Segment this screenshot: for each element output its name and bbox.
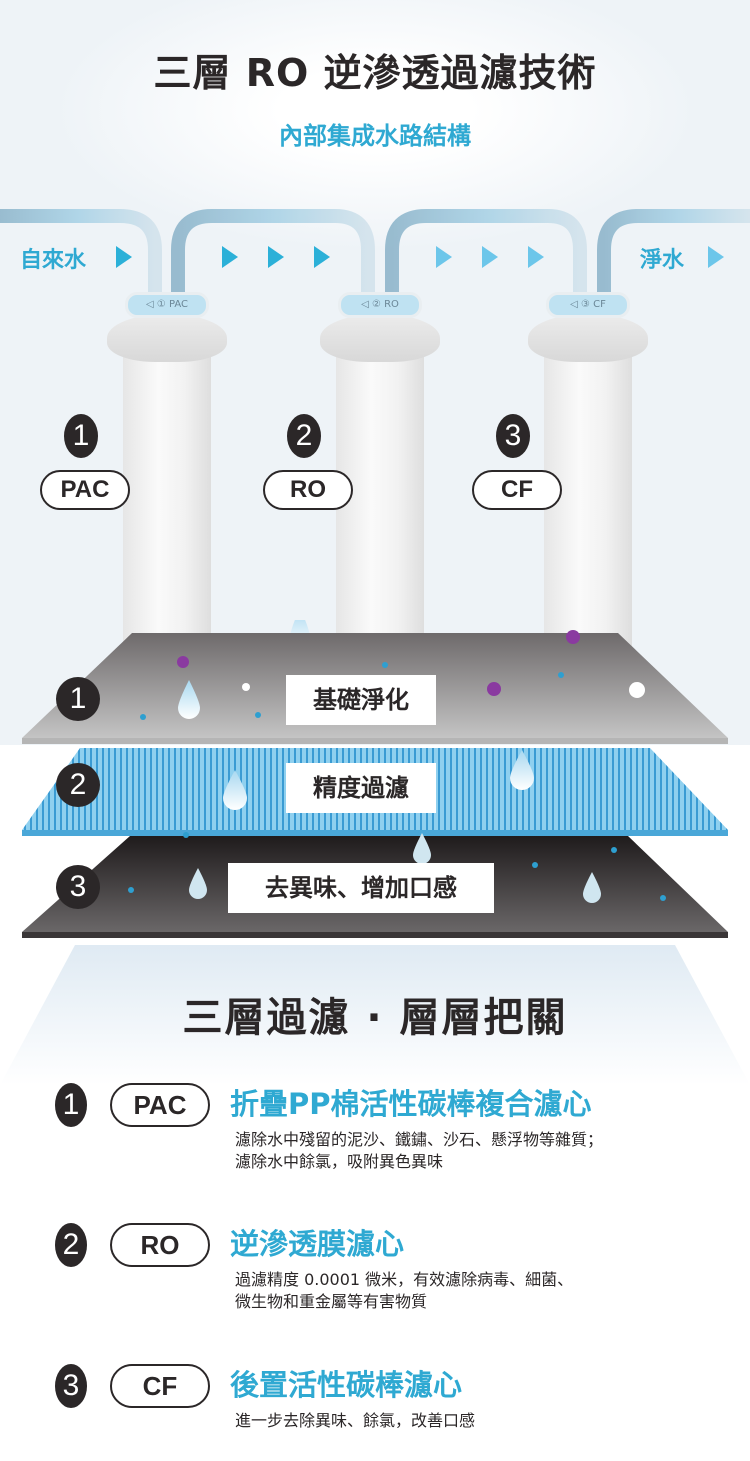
outlet-label: 淨水: [640, 248, 685, 273]
particle-icon: [255, 712, 261, 718]
drop-icon: [189, 868, 207, 899]
filter-body: [544, 352, 632, 652]
layer-number-badge: 1: [56, 677, 100, 721]
particle-icon: [660, 895, 666, 901]
arrow-icon: [482, 246, 498, 268]
item-code-pill: CF: [110, 1364, 210, 1408]
arrow-icon: [314, 246, 330, 268]
filter-code-pill: PAC: [40, 470, 130, 510]
item-description: 過濾精度 0.0001 微米，有效濾除病毒、細菌、 微生物和重金屬等有害物質: [235, 1269, 573, 1313]
particle-icon: [128, 887, 134, 893]
drop-icon: [178, 680, 200, 719]
particle-icon: [382, 662, 388, 668]
page-title: 三層 RO 逆滲透過濾技術: [153, 51, 597, 95]
pipe-2-3: [385, 209, 587, 310]
dust-icon: [242, 683, 250, 691]
item-code-pill: PAC: [110, 1083, 210, 1127]
bacteria-icon: [177, 656, 189, 668]
item-number-badge: 2: [55, 1223, 87, 1267]
section-title: 三層過濾 · 層層把關: [182, 995, 568, 1041]
item-code-pill: RO: [110, 1223, 210, 1267]
item-title: 折疊PP棉活性碳棒複合濾心: [230, 1087, 592, 1121]
water-pipes: [0, 209, 750, 310]
item-description: 濾除水中殘留的泥沙、鐵鏽、沙石、懸浮物等雜質； 濾除水中餘氯，吸附異色異味: [235, 1129, 603, 1173]
particle-icon: [140, 714, 146, 720]
pipe-outlet: [597, 209, 750, 310]
drop-icon: [223, 770, 247, 810]
filter-number-badge: 3: [496, 414, 530, 458]
bacteria-icon: [487, 682, 501, 696]
particle-icon: [558, 672, 564, 678]
inlet-label: 自來水: [20, 248, 87, 273]
filter-number-badge: 1: [64, 414, 98, 458]
filter-collar: [107, 314, 227, 362]
filter-body: [336, 352, 424, 652]
drop-icon: [510, 750, 534, 790]
filter-cap: ◁ ② RO: [338, 292, 422, 318]
item-number-badge: 1: [55, 1083, 87, 1127]
particle-icon: [183, 832, 189, 838]
arrow-icon: [528, 246, 544, 268]
filter-cap: ◁ ① PAC: [125, 292, 209, 318]
item-desc-line: 濾除水中殘留的泥沙、鐵鏽、沙石、懸浮物等雜質；: [235, 1130, 604, 1149]
filter-number-badge: 2: [287, 414, 321, 458]
filter-collar: [320, 314, 440, 362]
item-desc-line: 進一步去除異味、餘氯，改善口感: [235, 1411, 476, 1430]
item-title: 後置活性碳棒濾心: [230, 1368, 463, 1402]
layer-label: 基礎淨化: [286, 675, 436, 725]
item-title: 逆滲透膜濾心: [230, 1227, 405, 1261]
arrow-icon: [222, 246, 238, 268]
pipe-1-2: [171, 209, 375, 310]
drop-icon: [413, 833, 431, 864]
arrow-icon: [436, 246, 452, 268]
layer-label: 去異味、增加口感: [228, 863, 494, 913]
filter-body: [123, 352, 211, 652]
drop-icon: [583, 872, 601, 903]
item-desc-line: 濾除水中餘氯，吸附異色異味: [235, 1152, 444, 1171]
item-desc-line: 微生物和重金屬等有害物質: [235, 1292, 428, 1311]
arrow-icon: [708, 246, 724, 268]
item-desc-line: 過濾精度 0.0001 微米，有效濾除病毒、細菌、: [235, 1270, 574, 1289]
bacteria-icon: [566, 630, 580, 644]
filter-code-pill: CF: [472, 470, 562, 510]
page-subtitle: 內部集成水路結構: [279, 122, 471, 150]
filter-cap: ◁ ③ CF: [546, 292, 630, 318]
layer-number-badge: 2: [56, 763, 100, 807]
pipe-inlet: [0, 209, 162, 310]
particle-icon: [611, 847, 617, 853]
filter-code-pill: RO: [263, 470, 353, 510]
section-glow: [0, 945, 750, 1085]
particle-icon: [532, 862, 538, 868]
dust-icon: [629, 682, 645, 698]
item-description: 進一步去除異味、餘氯，改善口感: [235, 1410, 475, 1432]
arrow-icon: [116, 246, 132, 268]
filter-collar: [528, 314, 648, 362]
layer-number-badge: 3: [56, 865, 100, 909]
layer-label: 精度過濾: [286, 763, 436, 813]
arrow-icon: [268, 246, 284, 268]
item-number-badge: 3: [55, 1364, 87, 1408]
